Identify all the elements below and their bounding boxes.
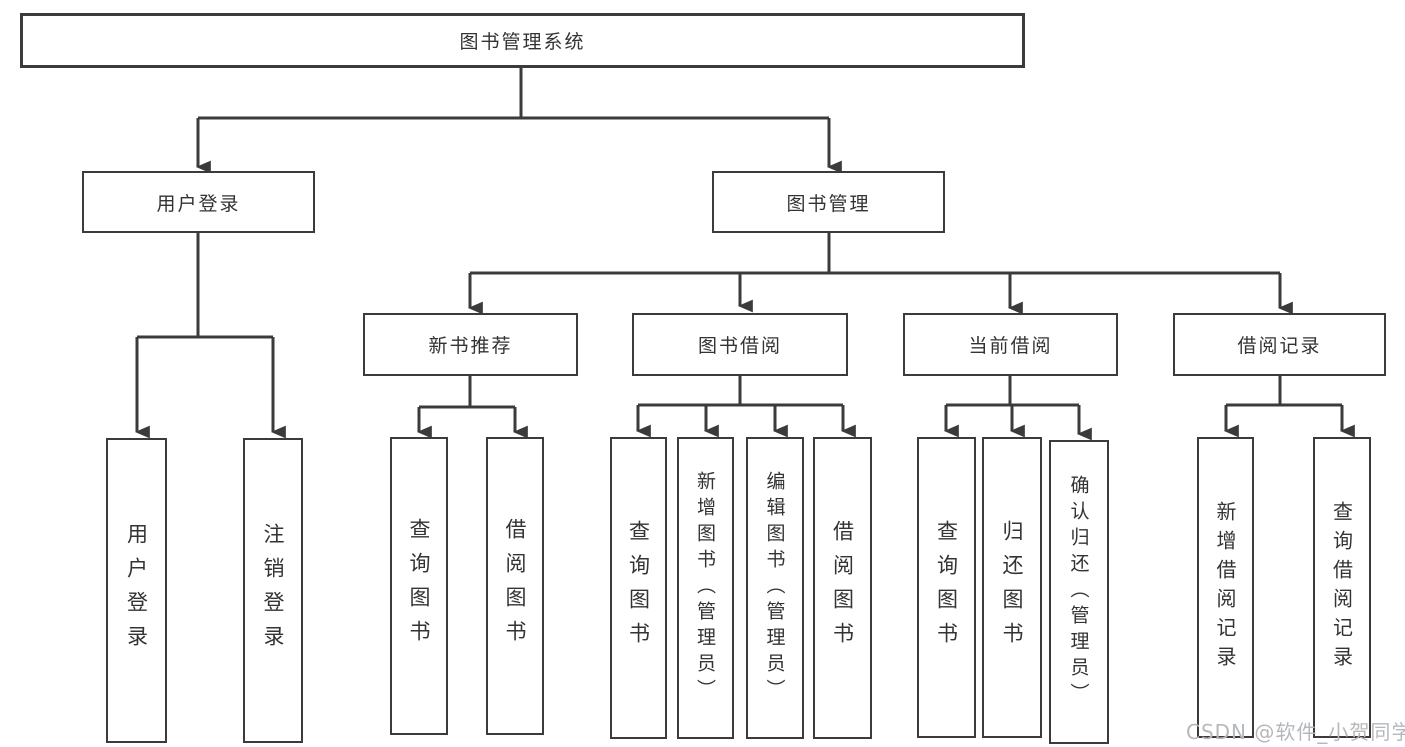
leaf-label: 借阅图书 bbox=[830, 520, 855, 656]
leaf-return-book: 归还图书 bbox=[982, 437, 1042, 738]
leaf-label: 查询图书 bbox=[626, 520, 651, 656]
node-label: 借阅记录 bbox=[1237, 335, 1322, 357]
node-current-borrow: 当前借阅 bbox=[903, 313, 1118, 376]
csdn-watermark: CSDN @软件_小贺同学 bbox=[1186, 720, 1405, 744]
node-label: 用户登录 bbox=[156, 192, 241, 215]
leaf-add-book-admin: 新增图书（管理员） bbox=[677, 437, 734, 739]
leaf-label: 新增图书（管理员） bbox=[694, 471, 716, 705]
node-label: 新书推荐 bbox=[428, 335, 513, 357]
leaf-label: 确认归还（管理员） bbox=[1067, 475, 1090, 709]
node-label: 图书管理系统 bbox=[459, 31, 586, 53]
leaf-label: 新增借阅记录 bbox=[1213, 500, 1237, 675]
leaf-borrow-book-recommend: 借阅图书 bbox=[486, 437, 544, 735]
leaf-query-books-borrow: 查询图书 bbox=[610, 437, 667, 739]
leaf-logout: 注销登录 bbox=[243, 438, 303, 743]
leaf-confirm-return-admin: 确认归还（管理员） bbox=[1049, 440, 1109, 744]
leaf-query-books-current: 查询图书 bbox=[917, 437, 976, 738]
leaf-label: 查询借阅记录 bbox=[1329, 500, 1354, 675]
leaf-label: 编辑图书（管理员） bbox=[763, 471, 786, 705]
node-label: 图书借阅 bbox=[697, 335, 782, 357]
leaf-borrow-book: 借阅图书 bbox=[813, 437, 872, 739]
leaf-edit-book-admin: 编辑图书（管理员） bbox=[746, 437, 804, 739]
node-label: 当前借阅 bbox=[968, 335, 1053, 357]
leaf-add-borrow-record: 新增借阅记录 bbox=[1197, 437, 1254, 738]
node-borrow-records: 借阅记录 bbox=[1173, 313, 1386, 376]
node-book-borrow: 图书借阅 bbox=[632, 313, 848, 376]
leaf-label: 归还图书 bbox=[1000, 519, 1024, 656]
node-book-management-system: 图书管理系统 bbox=[20, 13, 1025, 68]
node-book-management: 图书管理 bbox=[712, 171, 945, 233]
leaf-user-login: 用户登录 bbox=[106, 438, 167, 743]
leaf-label: 注销登录 bbox=[261, 522, 285, 659]
leaf-query-borrow-record: 查询借阅记录 bbox=[1313, 437, 1371, 738]
leaf-label: 查询图书 bbox=[407, 518, 431, 654]
leaf-label: 用户登录 bbox=[124, 522, 149, 659]
leaf-query-books-recommend: 查询图书 bbox=[390, 437, 448, 735]
node-label: 图书管理 bbox=[786, 192, 871, 215]
leaf-label: 借阅图书 bbox=[503, 518, 527, 654]
node-new-book-recommend: 新书推荐 bbox=[363, 313, 578, 376]
leaf-label: 查询图书 bbox=[934, 519, 959, 656]
node-user-login: 用户登录 bbox=[82, 171, 315, 233]
